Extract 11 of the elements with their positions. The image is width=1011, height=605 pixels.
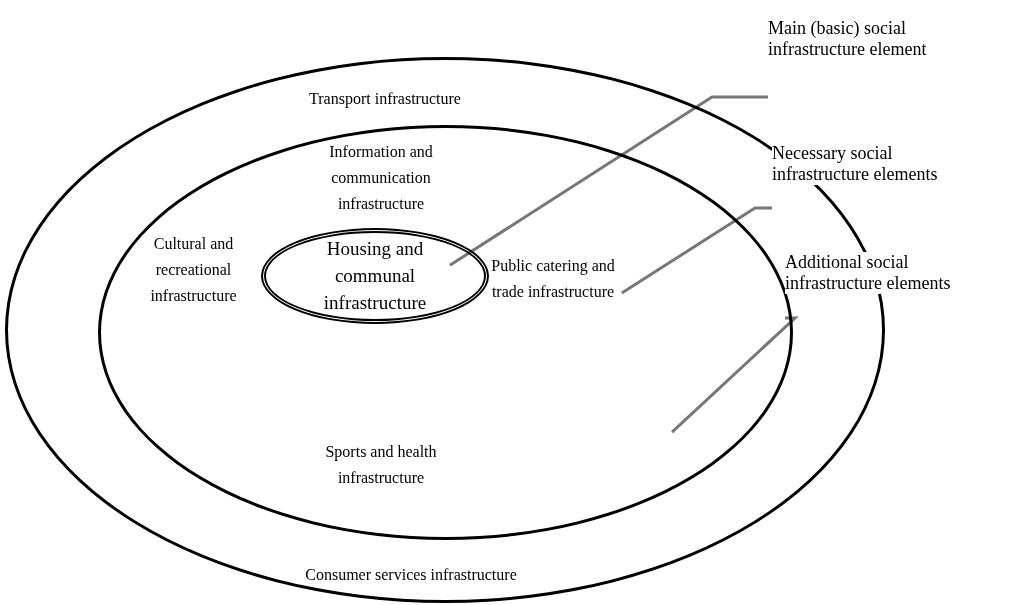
sector-label: Transport infrastructure [308, 89, 462, 110]
sector-label: Housing and communal infrastructure [322, 237, 428, 315]
leader-line [449, 95, 768, 267]
leader-line [671, 316, 799, 434]
sector-label: Sports and health infrastructure [324, 442, 438, 488]
sector-label: Cultural and recreational infrastructure [149, 234, 238, 306]
sector-label: Consumer services infrastructure [304, 565, 518, 585]
leader-line [621, 206, 772, 295]
inner-double-ellipse [261, 228, 489, 324]
sector-label: Information and communication infrastructure [328, 142, 434, 214]
sector-label: Public catering and trade infrastructure [490, 256, 616, 302]
